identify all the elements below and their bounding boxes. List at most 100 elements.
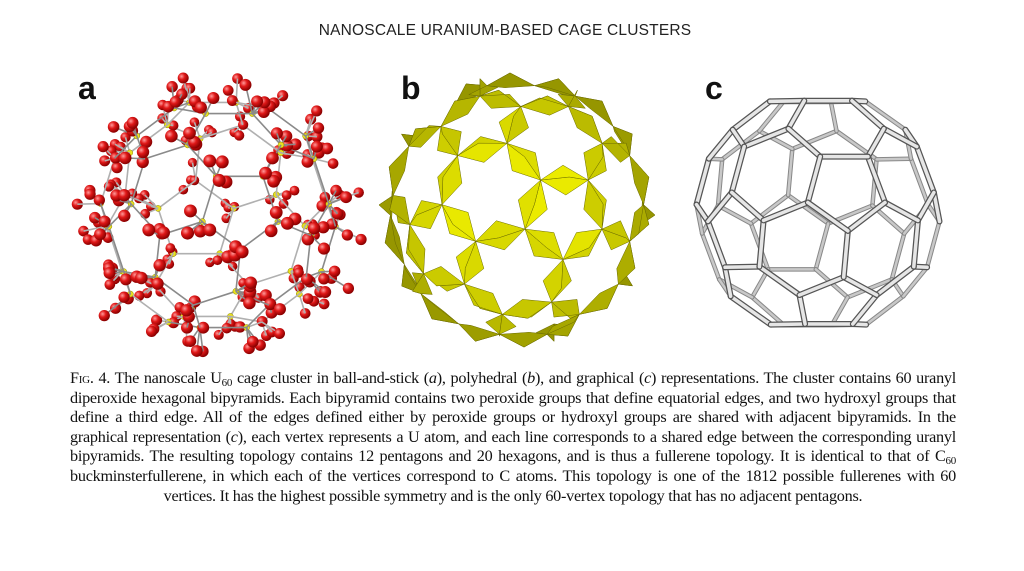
oxygen-atom (97, 141, 109, 153)
oxygen-atom (340, 191, 352, 204)
oxygen-atom (257, 105, 270, 118)
caption-italic: b (527, 369, 536, 387)
edge (716, 158, 724, 207)
bond (218, 208, 235, 254)
bipyramid-face (616, 241, 636, 285)
oxygen-atom (243, 296, 256, 310)
bipyramid-face (579, 283, 619, 315)
bipyramid-face (587, 143, 607, 181)
edge (806, 200, 850, 233)
edge (706, 190, 734, 224)
bipyramid-face (479, 89, 522, 107)
edge (866, 126, 886, 159)
ball-and-stick-model-image (71, 72, 367, 358)
bond (108, 226, 125, 272)
oxygen-atom (71, 198, 83, 210)
oxygen-atom (281, 190, 292, 201)
bipyramid-face (440, 126, 462, 156)
caption-text: ), each vertex represents a U atom, and … (70, 427, 956, 466)
oxygen-atom (311, 105, 323, 117)
bond (195, 179, 235, 210)
edge (786, 126, 822, 159)
bond (144, 144, 188, 160)
oxygen-atom (98, 309, 110, 322)
oxygen-atom (222, 85, 234, 96)
oxygen-atom (293, 267, 304, 278)
bipyramid-face (551, 301, 580, 319)
edge (797, 275, 846, 297)
oxygen-atom (107, 121, 120, 133)
edge (758, 100, 785, 133)
edge (830, 296, 849, 327)
polyhedral-model-image (378, 72, 656, 348)
oxygen-atom (269, 206, 283, 219)
edge (730, 127, 746, 149)
bond (192, 304, 201, 328)
oxygen-atom (203, 154, 217, 168)
oxygen-atom (111, 162, 123, 174)
bond (313, 158, 330, 205)
oxygen-atom (93, 194, 105, 206)
edge (915, 144, 936, 195)
oxygen-atom (145, 325, 158, 337)
oxygen-atom (317, 221, 330, 234)
oxygen-atom (166, 81, 178, 93)
bond (230, 315, 262, 323)
panel-label-a: a (78, 70, 96, 106)
bond (290, 225, 306, 272)
edge (909, 157, 930, 206)
oxygen-atom (244, 276, 257, 289)
panel-label-b: b (401, 70, 421, 106)
edge (716, 204, 753, 225)
bond (245, 304, 270, 329)
oxygen-atom (239, 78, 252, 91)
edge (850, 99, 886, 131)
oxygen-atom (157, 226, 170, 240)
oxygen-atom (312, 122, 325, 134)
oxygen-atom (180, 304, 193, 317)
bond (129, 293, 169, 323)
oxygen-atom (327, 158, 339, 169)
bond (193, 290, 237, 306)
oxygen-atom (207, 91, 220, 105)
edge (750, 296, 786, 327)
oxygen-atom (273, 303, 286, 316)
fullerene-graph-image (693, 97, 943, 328)
edge (806, 154, 822, 205)
bond (124, 193, 159, 210)
edge (902, 266, 929, 298)
edge (864, 100, 907, 131)
oxygen-atom (184, 335, 197, 347)
oxygen-atom (153, 259, 166, 272)
caption-subscript: 60 (221, 377, 233, 389)
edge (758, 129, 794, 151)
edge (786, 99, 807, 131)
oxygen-atom (212, 255, 223, 266)
oxygen-atom (301, 273, 313, 286)
oxygen-atom (104, 279, 116, 290)
edge (932, 190, 942, 224)
oxygen-atom (264, 224, 278, 238)
bond (267, 107, 307, 137)
oxygen-atom (150, 314, 163, 326)
edge (841, 275, 879, 297)
oxygen-atom (184, 204, 197, 218)
caption-italic: c (230, 427, 238, 446)
oxygen-atom (151, 277, 164, 290)
oxygen-atom (226, 95, 238, 106)
oxygen-atom (302, 293, 314, 304)
bipyramid-face (455, 241, 476, 285)
edge (786, 193, 830, 225)
edge (912, 218, 920, 269)
oxygen-atom (194, 101, 207, 114)
edge (723, 265, 733, 299)
edge (723, 264, 762, 270)
caption-text: The nanoscale U (110, 369, 222, 387)
oxygen-atom (259, 166, 272, 180)
bond (251, 113, 282, 146)
caption-text: ) representations. The cluster contains … (70, 369, 957, 446)
bond (136, 107, 175, 137)
figure-number: Fig. 4. (70, 369, 111, 387)
oxygen-atom (103, 267, 116, 279)
oxygen-atom (119, 273, 132, 286)
